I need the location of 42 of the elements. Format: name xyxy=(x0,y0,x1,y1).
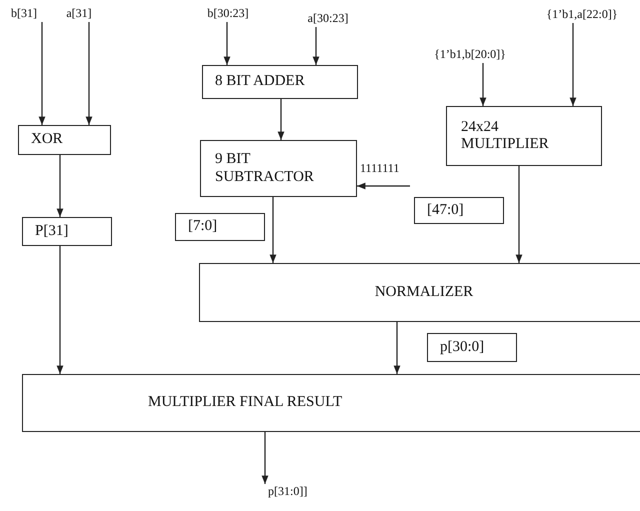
arrow xyxy=(516,166,522,263)
constant-label: 1111111 xyxy=(360,162,400,176)
input-label: {1’b1,b[20:0]} xyxy=(434,48,506,62)
arrow xyxy=(570,23,576,106)
arrow xyxy=(312,27,320,65)
block-label: MULTIPLIER FINAL RESULT xyxy=(148,394,342,412)
input-label: b[31] xyxy=(11,7,37,21)
block-label: 8 BIT ADDER xyxy=(215,73,305,91)
signal-box xyxy=(414,197,504,224)
input-label: {1’b1,a[22:0]} xyxy=(546,8,618,22)
block-label: [7:0] xyxy=(188,218,218,236)
arrow xyxy=(262,432,268,484)
logic-block xyxy=(446,106,602,166)
block-label: 9 BIT SUBTRACTOR xyxy=(215,151,315,186)
arrow xyxy=(480,63,486,106)
arrow xyxy=(357,182,410,190)
logic-block xyxy=(18,125,111,155)
signal-box xyxy=(175,213,265,241)
arrow xyxy=(56,246,64,374)
arrow xyxy=(56,155,64,217)
block-label: NORMALIZER xyxy=(374,284,474,302)
block-label: [47:0] xyxy=(427,202,464,220)
signal-box xyxy=(22,217,112,246)
input-label: a[30:23] xyxy=(308,12,348,26)
arrow xyxy=(224,22,230,65)
logic-block xyxy=(200,140,357,197)
logic-block xyxy=(199,263,640,322)
logic-block xyxy=(202,65,358,99)
arrow xyxy=(38,22,46,125)
output-label: p[31:0]] xyxy=(268,485,308,499)
arrow xyxy=(270,197,276,263)
block-label: 24x24 MULTIPLIER xyxy=(461,118,550,154)
block-label: P[31] xyxy=(35,222,68,240)
arrow xyxy=(278,99,284,140)
logic-block xyxy=(22,374,640,432)
input-label: b[30:23] xyxy=(207,7,249,21)
signal-box xyxy=(427,333,517,362)
arrow xyxy=(394,322,400,374)
block-label: XOR xyxy=(31,131,63,149)
input-label: a[31] xyxy=(66,7,92,21)
block-label: p[30:0] xyxy=(440,338,484,356)
arrow xyxy=(86,22,92,125)
